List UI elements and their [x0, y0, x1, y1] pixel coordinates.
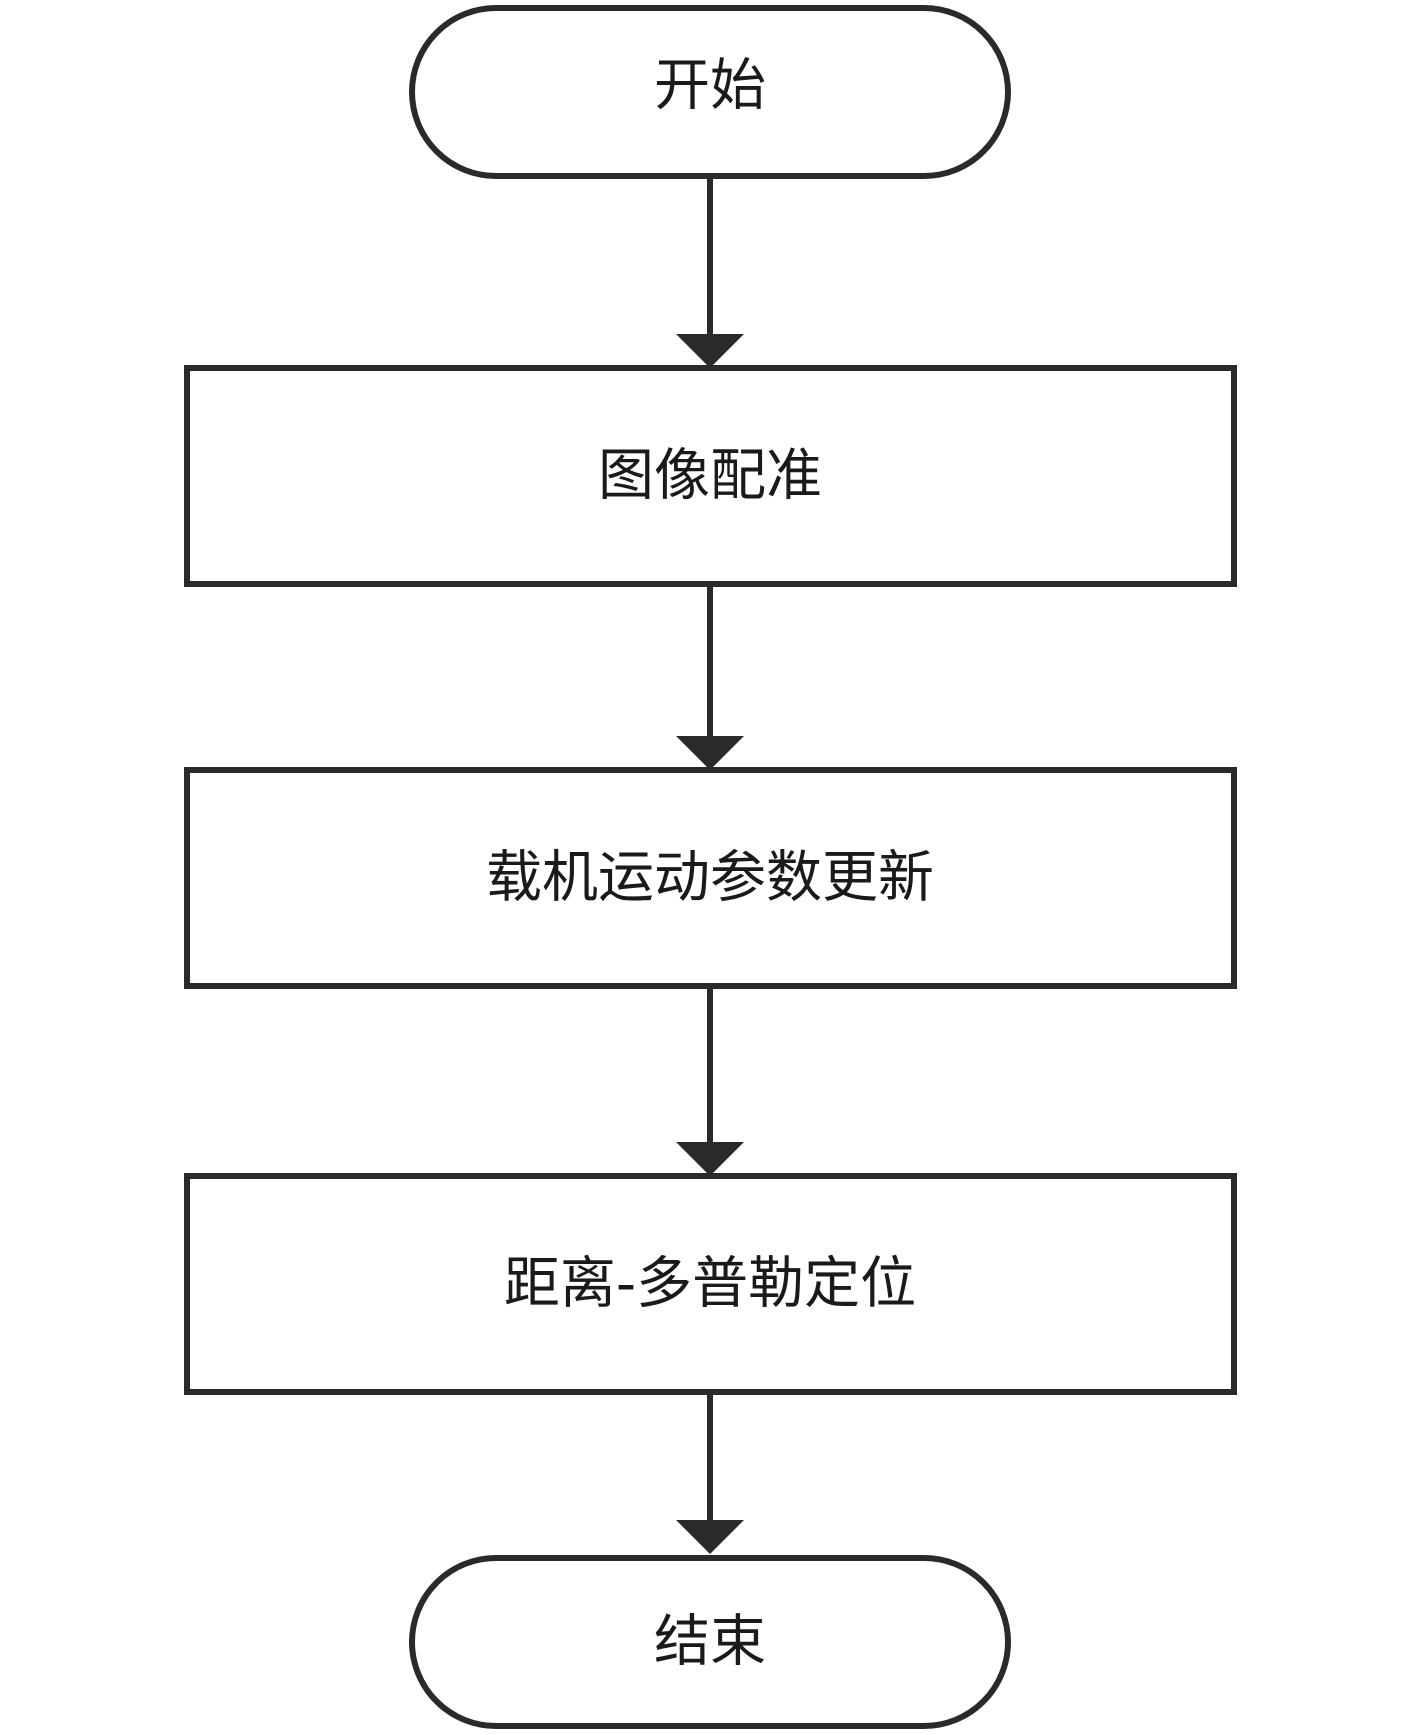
process-image-registration [184, 365, 1237, 587]
arrowhead-2 [676, 736, 744, 770]
end-label: 结束 [654, 1610, 766, 1675]
motion-update-label: 载机运动参数更新 [486, 846, 934, 911]
arrowhead-3 [676, 1142, 744, 1176]
image-registration-label: 图像配准 [598, 444, 822, 509]
arrowhead-4 [676, 1520, 744, 1554]
start-label: 开始 [654, 54, 766, 119]
range-doppler-label: 距离-多普勒定位 [504, 1252, 916, 1317]
end-terminator [409, 1555, 1011, 1729]
process-range-doppler [184, 1173, 1237, 1395]
arrowhead-1 [676, 334, 744, 368]
